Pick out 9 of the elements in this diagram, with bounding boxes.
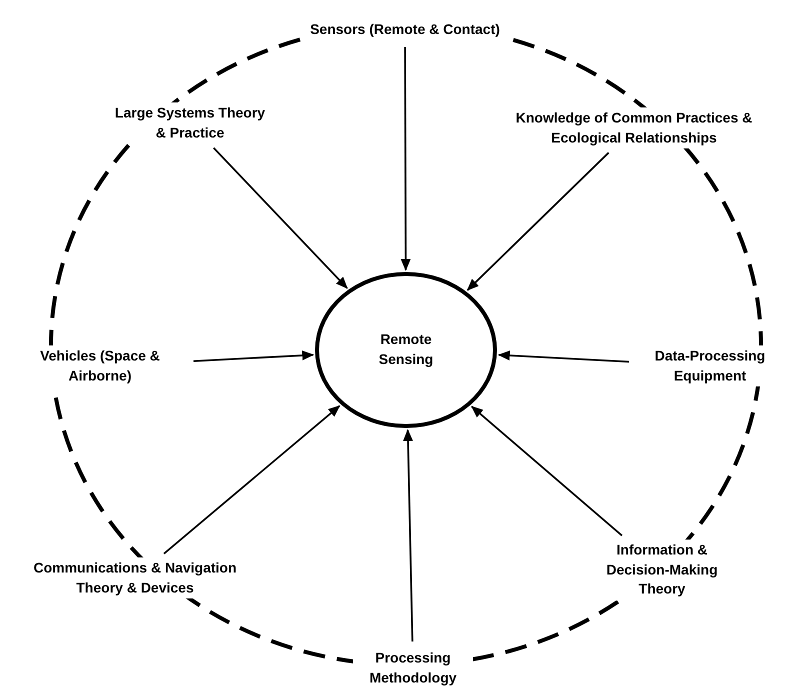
- arrow: [498, 350, 630, 363]
- arrow: [471, 406, 623, 536]
- arrow: [163, 405, 340, 554]
- center-ellipse: [315, 272, 497, 428]
- center-text: Remote Sensing: [378, 330, 434, 369]
- arrow: [400, 47, 411, 271]
- arrow: [213, 147, 348, 289]
- arrow: [466, 152, 610, 291]
- arrow: [403, 428, 414, 642]
